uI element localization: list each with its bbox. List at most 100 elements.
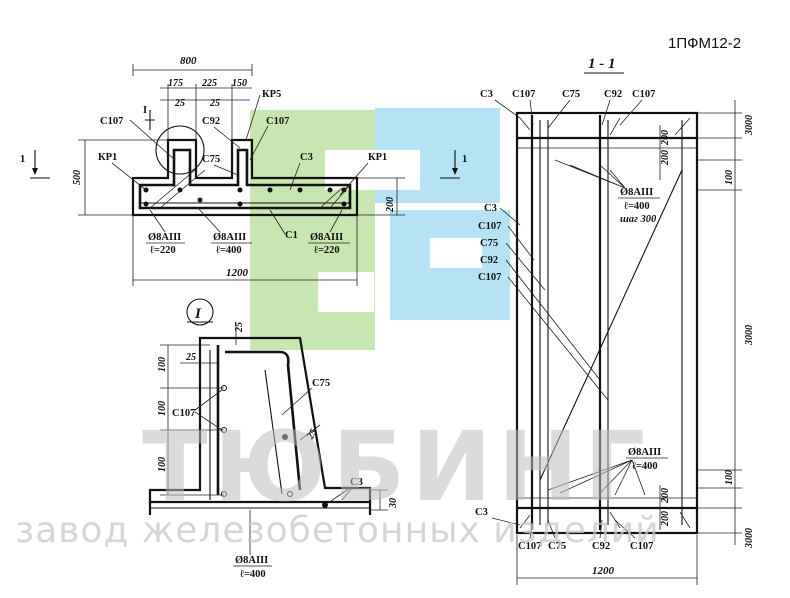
section-hatch xyxy=(519,117,691,529)
top-view: I 800 175 225 150 25 25 500 200 1200 xyxy=(20,55,467,286)
cut-marker-left-label: 1 xyxy=(20,154,25,165)
dim-1200-top: 1200 xyxy=(226,267,249,279)
dim-500: 500 xyxy=(72,170,83,185)
dim-200: 200 xyxy=(385,197,396,213)
detail-view: I 100 100 100 25 25 25 xyxy=(148,298,399,580)
dim-800: 800 xyxy=(180,55,197,67)
svg-text:шаг 300: шаг 300 xyxy=(620,214,657,225)
dim-section-3000-bot: 3000 xyxy=(744,528,755,549)
section-outline xyxy=(515,111,699,535)
svg-text:Ø8АIII: Ø8АIII xyxy=(620,187,653,198)
detail-inner-rebar xyxy=(225,350,302,491)
svg-text:Ø8АIII: Ø8АIII xyxy=(628,447,661,458)
dim-detail-25-diag: 25 xyxy=(305,427,320,442)
cut-marker-right xyxy=(440,150,460,179)
dim-section-200-c: 200 xyxy=(660,488,671,504)
rebar-note-left: Ø8АIII ℓ=220 xyxy=(146,209,185,256)
label-section-bottom-c92: С92 xyxy=(592,541,610,552)
detail-outline xyxy=(148,336,372,515)
detail-cut-label: I xyxy=(143,105,147,116)
dim-225: 225 xyxy=(201,78,217,89)
label-section-bottom-c107b: С107 xyxy=(630,541,653,552)
dim-section-3000-mid: 3000 xyxy=(744,325,755,346)
dim-detail-30: 30 xyxy=(388,498,399,509)
label-section-top-c92: С92 xyxy=(604,89,622,100)
dim-detail-100-a: 100 xyxy=(157,357,168,372)
drawing-title: 1ПФМ12-2 xyxy=(668,35,741,52)
label-section-top-c107a: С107 xyxy=(512,89,535,100)
dim-150: 150 xyxy=(232,78,247,89)
section-dim-ticks xyxy=(697,112,742,534)
cut-marker-right-label: 1 xyxy=(462,154,467,165)
label-kp1-left: КР1 xyxy=(98,152,117,163)
svg-text:Ø8АIII: Ø8АIII xyxy=(213,232,246,243)
section-view: 1 - 1 С3 С107 С75 С92 С107 xyxy=(475,56,755,585)
svg-text:ℓ=400: ℓ=400 xyxy=(624,201,650,212)
label-section-left-c3: С3 xyxy=(484,203,497,214)
label-detail-c75: С75 xyxy=(312,378,330,389)
label-section-top-c75: С75 xyxy=(562,89,580,100)
svg-text:ℓ=400: ℓ=400 xyxy=(632,461,658,472)
section-title: 1 - 1 xyxy=(588,56,616,72)
rebar-note-mid: Ø8АIII ℓ=400 xyxy=(197,207,252,256)
label-kp5: КР5 xyxy=(262,89,281,100)
dim-detail-100-b: 100 xyxy=(157,401,168,416)
label-section-left-c107b: С107 xyxy=(478,272,501,283)
detail-title-circle xyxy=(186,298,214,326)
label-c75-top: С75 xyxy=(202,154,220,165)
svg-text:Ø8АIII: Ø8АIII xyxy=(310,232,343,243)
dim-detail-25-top: 25 xyxy=(234,322,245,333)
label-kp1-right: КР1 xyxy=(368,152,387,163)
svg-text:ℓ=400: ℓ=400 xyxy=(240,569,266,580)
section-diagonal-brace xyxy=(539,169,683,481)
detail-cut-mark xyxy=(145,110,155,130)
label-section-left-c92: С92 xyxy=(480,255,498,266)
label-c107-top: С107 xyxy=(100,116,123,127)
dim-175: 175 xyxy=(168,78,183,89)
dim-25-a: 25 xyxy=(174,98,185,109)
cut-marker-left xyxy=(30,150,50,179)
label-section-bottom-c107a: С107 xyxy=(518,541,541,552)
dim-section-200-d: 200 xyxy=(660,511,671,527)
dim-detail-25-left: 25 xyxy=(185,352,196,363)
svg-text:Ø8АIII: Ø8АIII xyxy=(235,555,268,566)
dim-detail-100-c: 100 xyxy=(157,457,168,472)
logo-white-cut-3 xyxy=(430,238,482,268)
dim-section-200-a: 200 xyxy=(660,130,671,146)
label-detail-c107: С107 xyxy=(172,408,195,419)
detail-rebar-note: Ø8АIII ℓ=400 xyxy=(233,510,272,580)
label-section-left-c107a: С107 xyxy=(478,221,501,232)
label-c92-top: С92 xyxy=(202,116,220,127)
logo-white-cut-1 xyxy=(325,150,420,190)
detail-title: I xyxy=(194,306,202,322)
dim-section-3000-top: 3000 xyxy=(744,115,755,136)
dim-section-100-b: 100 xyxy=(724,470,735,485)
watermark-main: ТЮБИНГ xyxy=(142,411,651,523)
dim-section-100-a: 100 xyxy=(724,170,735,185)
top-view-diagonal-rebars xyxy=(149,169,351,209)
svg-text:ℓ=400: ℓ=400 xyxy=(216,245,242,256)
section-vertical-rebars xyxy=(530,115,683,530)
logo-white-cut-2 xyxy=(318,272,374,312)
watermark-sub: завод железобетонных изделий xyxy=(15,510,660,551)
label-section-bottom-c3: С3 xyxy=(475,507,488,518)
rebar-note-right: Ø8АIII ℓ=220 xyxy=(308,209,350,256)
detail-circle-marker xyxy=(155,125,205,175)
section-rebar-note-top: Ø8АIII ℓ=400 шаг 300 xyxy=(554,159,660,225)
label-section-bottom-c75: С75 xyxy=(548,541,566,552)
dim-section-1200: 1200 xyxy=(592,565,615,577)
watermark: ТЮБИНГ завод железобетонных изделий xyxy=(15,411,660,551)
dim-section-200-b: 200 xyxy=(660,150,671,166)
label-c1: С1 xyxy=(285,230,298,241)
label-detail-c3: С3 xyxy=(350,477,363,488)
label-c3-top: С3 xyxy=(300,152,313,163)
dim-25-b: 25 xyxy=(209,98,220,109)
label-section-top-c107b: С107 xyxy=(632,89,655,100)
svg-text:Ø8АIII: Ø8АIII xyxy=(148,232,181,243)
svg-text:ℓ=220: ℓ=220 xyxy=(150,245,176,256)
label-section-top-c3: С3 xyxy=(480,89,493,100)
logo-background xyxy=(250,108,510,350)
section-rebar-note-bottom: Ø8АIII ℓ=400 xyxy=(547,447,668,496)
